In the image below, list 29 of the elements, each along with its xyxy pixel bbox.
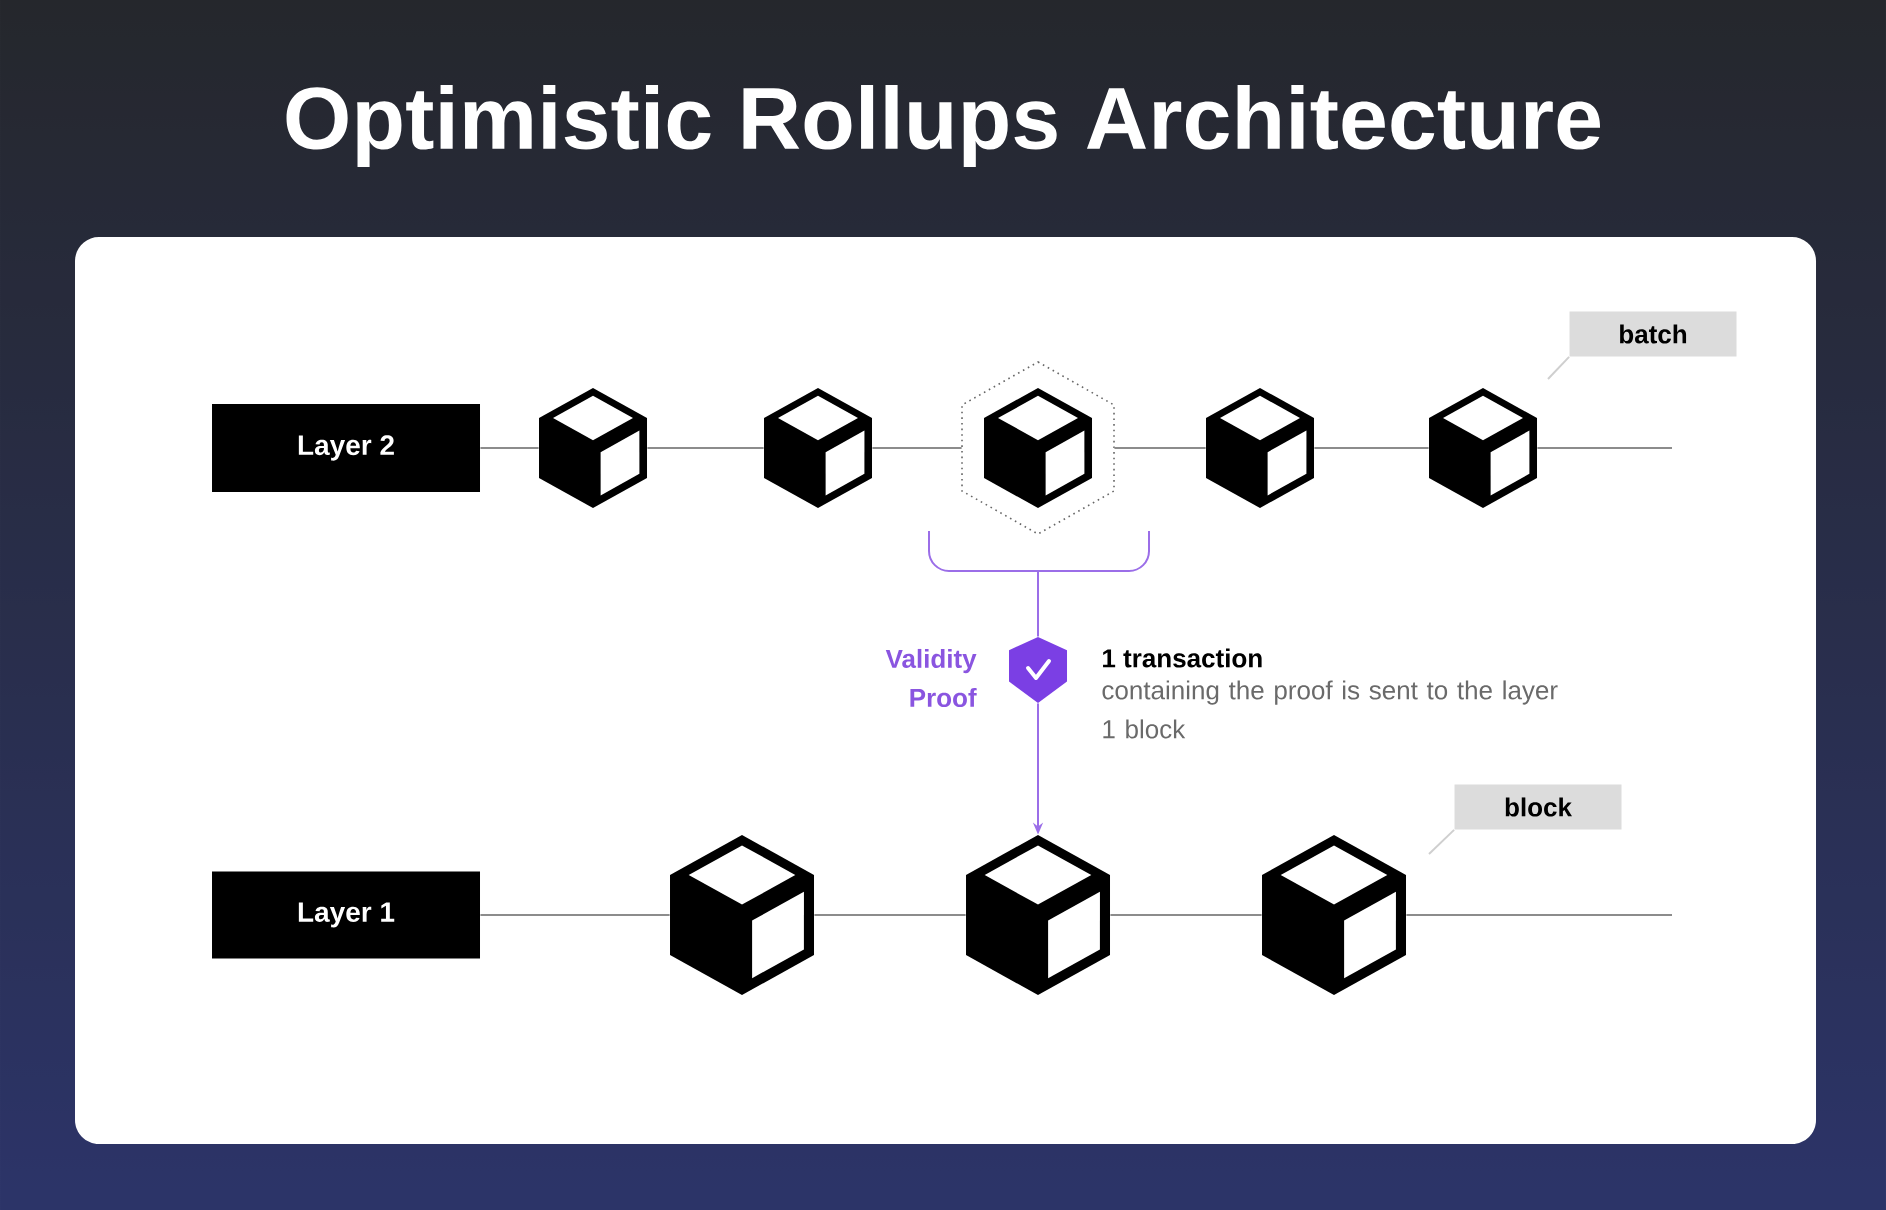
layer-label-box: Layer 1 xyxy=(212,871,480,959)
connector-line xyxy=(872,446,962,450)
leader-line xyxy=(1547,355,1571,380)
shield-icon xyxy=(1009,637,1067,703)
cube-icon xyxy=(764,388,872,508)
connector-line xyxy=(480,913,670,917)
cube-icon xyxy=(670,835,814,995)
connector-line xyxy=(1314,446,1429,450)
tag-label: batch xyxy=(1569,311,1737,357)
note-heading: 1 transaction xyxy=(1103,648,1262,668)
connector-line xyxy=(1406,913,1672,917)
cube-icon xyxy=(539,388,647,508)
cube-icon xyxy=(1206,388,1314,508)
cube-icon xyxy=(1262,835,1406,995)
connector-line xyxy=(480,446,539,450)
connector-line xyxy=(647,446,764,450)
cube-icon xyxy=(1429,388,1537,508)
connector-line xyxy=(1537,446,1672,450)
connector-line xyxy=(1114,446,1206,450)
title: Optimistic Rollups Architecture xyxy=(286,85,1601,167)
cube-icon xyxy=(966,835,1110,995)
leader-line xyxy=(1428,828,1456,855)
connector-line xyxy=(814,913,966,917)
note-text: containing the proof is sent to the layer 1 block xyxy=(1102,680,1558,739)
layer-label-box: Layer 2 xyxy=(212,404,480,492)
bracket-arrow xyxy=(928,530,1150,638)
tag-label: block xyxy=(1454,784,1622,830)
connector-line xyxy=(1110,913,1262,917)
proof-label: Validity Proof xyxy=(885,648,977,708)
